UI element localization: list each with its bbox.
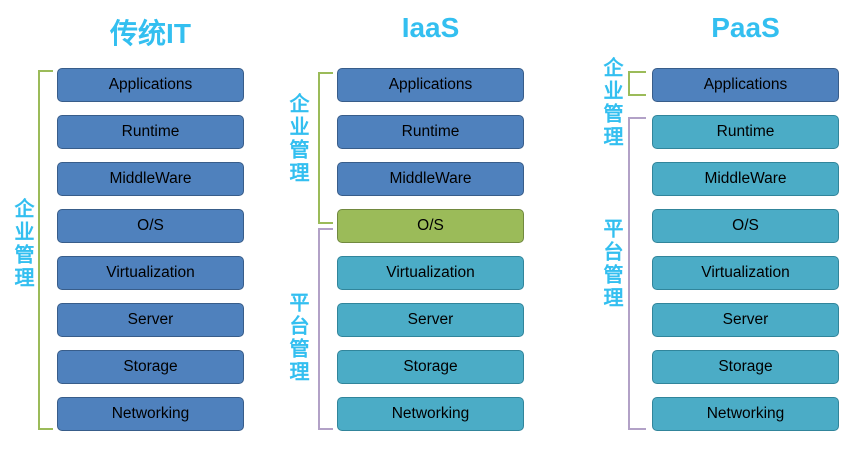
layer-box-networking: Networking bbox=[337, 397, 524, 431]
label-enterprise-managed-iaas: 企业管理 bbox=[286, 93, 308, 185]
layer-box-storage: Storage bbox=[652, 350, 839, 384]
label-platform-managed-paas: 平台管理 bbox=[600, 218, 622, 310]
layer-box-virtualization: Virtualization bbox=[337, 256, 524, 290]
label-enterprise-managed-paas: 企业管理 bbox=[600, 57, 622, 149]
layer-box-networking: Networking bbox=[57, 397, 244, 431]
layer-box-server: Server bbox=[57, 303, 244, 337]
layer-box-virtualization: Virtualization bbox=[57, 256, 244, 290]
column-iaas: Applications Runtime MiddleWare O/S Virt… bbox=[337, 68, 524, 431]
bracket-enterprise-paas bbox=[628, 71, 646, 96]
label-enterprise-managed-traditional: 企业管理 bbox=[11, 198, 33, 290]
layer-box-storage: Storage bbox=[57, 350, 244, 384]
layer-box-runtime: Runtime bbox=[57, 115, 244, 149]
layer-box-middleware: MiddleWare bbox=[337, 162, 524, 196]
bracket-enterprise-iaas bbox=[318, 72, 333, 224]
layer-box-runtime: Runtime bbox=[337, 115, 524, 149]
layer-box-middleware: MiddleWare bbox=[652, 162, 839, 196]
layer-box-server: Server bbox=[337, 303, 524, 337]
layer-box-networking: Networking bbox=[652, 397, 839, 431]
layer-box-virtualization: Virtualization bbox=[652, 256, 839, 290]
column-title-traditional-it: 传统IT bbox=[110, 18, 191, 49]
layer-box-os: O/S bbox=[337, 209, 524, 243]
layer-box-applications: Applications bbox=[57, 68, 244, 102]
bracket-platform-iaas bbox=[318, 228, 333, 430]
bracket-platform-paas bbox=[628, 117, 646, 430]
layer-box-os: O/S bbox=[652, 209, 839, 243]
layer-box-applications: Applications bbox=[652, 68, 839, 102]
layer-box-middleware: MiddleWare bbox=[57, 162, 244, 196]
layer-box-applications: Applications bbox=[337, 68, 524, 102]
label-platform-managed-iaas: 平台管理 bbox=[286, 292, 308, 384]
layer-box-storage: Storage bbox=[337, 350, 524, 384]
layer-box-server: Server bbox=[652, 303, 839, 337]
column-traditional-it: Applications Runtime MiddleWare O/S Virt… bbox=[57, 68, 244, 431]
layer-box-runtime: Runtime bbox=[652, 115, 839, 149]
column-paas: Applications Runtime MiddleWare O/S Virt… bbox=[652, 68, 839, 431]
bracket-enterprise-traditional bbox=[38, 70, 53, 430]
layer-box-os: O/S bbox=[57, 209, 244, 243]
column-title-iaas: IaaS bbox=[401, 12, 460, 43]
column-title-paas: PaaS bbox=[711, 12, 780, 43]
